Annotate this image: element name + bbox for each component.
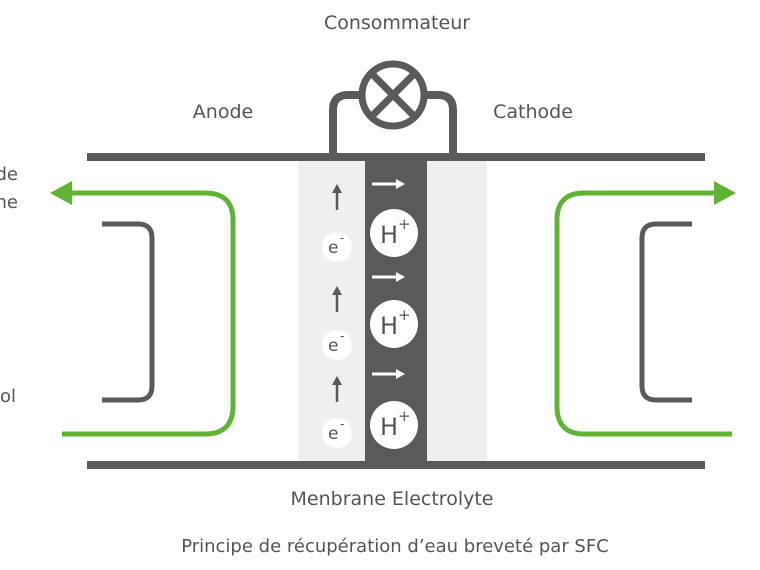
circuit-wire-right xyxy=(420,91,457,159)
consumer-label: Consommateur xyxy=(324,12,470,34)
arrow-up-icon xyxy=(332,376,342,402)
proton-2: H + xyxy=(370,300,418,348)
arrow-right-icon xyxy=(372,369,405,379)
lamp-cross-icon xyxy=(358,60,428,130)
cathode-label: Cathode xyxy=(493,101,573,123)
anode-flow-path xyxy=(62,190,236,437)
arrow-right-icon xyxy=(372,179,405,189)
cathode-electrode xyxy=(427,160,487,465)
left-cut-label-3: ol xyxy=(0,386,16,407)
proton-label: H xyxy=(380,413,398,441)
proton-charge: + xyxy=(398,407,411,425)
caption: Principe de récupération d’eau breveté p… xyxy=(181,536,609,557)
arrow-right-icon xyxy=(372,272,405,282)
electron-charge: - xyxy=(340,231,344,245)
arrow-up-icon xyxy=(332,184,342,210)
anode-electrode xyxy=(298,160,365,465)
proton-label: H xyxy=(380,312,398,340)
electron-label: e xyxy=(328,238,338,258)
cathode-flow-path xyxy=(554,190,732,437)
proton-charge: + xyxy=(398,215,411,233)
left-cut-label-1: de xyxy=(0,164,18,185)
electron-2: e - xyxy=(322,329,352,360)
arrow-right-icon xyxy=(714,181,736,205)
electron-label: e xyxy=(328,336,338,356)
cathode-channel-bracket xyxy=(639,221,692,403)
electron-3: e - xyxy=(322,417,352,448)
left-cut-label-2: ne xyxy=(0,192,18,213)
membrane-label: Menbrane Electrolyte xyxy=(291,488,494,510)
arrow-up-icon xyxy=(332,286,342,312)
electron-label: e xyxy=(328,424,338,444)
arrow-left-icon xyxy=(50,181,72,205)
proton-label: H xyxy=(380,221,398,249)
proton-1: H + xyxy=(370,209,418,257)
anode-channel-bracket xyxy=(102,221,155,403)
electron-charge: - xyxy=(340,329,344,343)
anode-label: Anode xyxy=(193,101,253,123)
proton-3: H + xyxy=(370,401,418,449)
electron-1: e - xyxy=(322,231,352,262)
electron-charge: - xyxy=(340,417,344,431)
circuit-wire-left xyxy=(329,91,366,159)
proton-charge: + xyxy=(398,306,411,324)
